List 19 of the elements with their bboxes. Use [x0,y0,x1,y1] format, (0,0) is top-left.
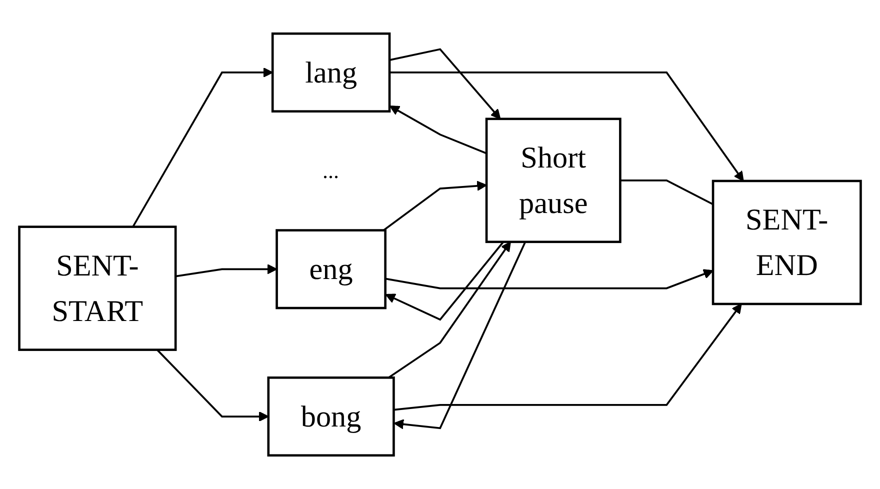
arrow [383,180,487,232]
arrow [388,241,511,378]
arrow [394,242,526,430]
arrow [394,304,742,411]
node-box: SENT- END [712,180,862,306]
node-box: Short pause [485,118,622,244]
node-box: bong [267,376,395,457]
node-box: eng [276,229,386,310]
arrow [156,349,269,422]
arrow [132,67,274,228]
arrow [390,72,744,182]
arrow [385,269,714,290]
connector [620,179,714,206]
node-box: lang [271,32,391,113]
arrow [389,48,501,120]
arrow [175,264,278,278]
arrow [385,241,504,321]
node-box: SENT- START [18,226,177,351]
arrow [389,106,487,154]
